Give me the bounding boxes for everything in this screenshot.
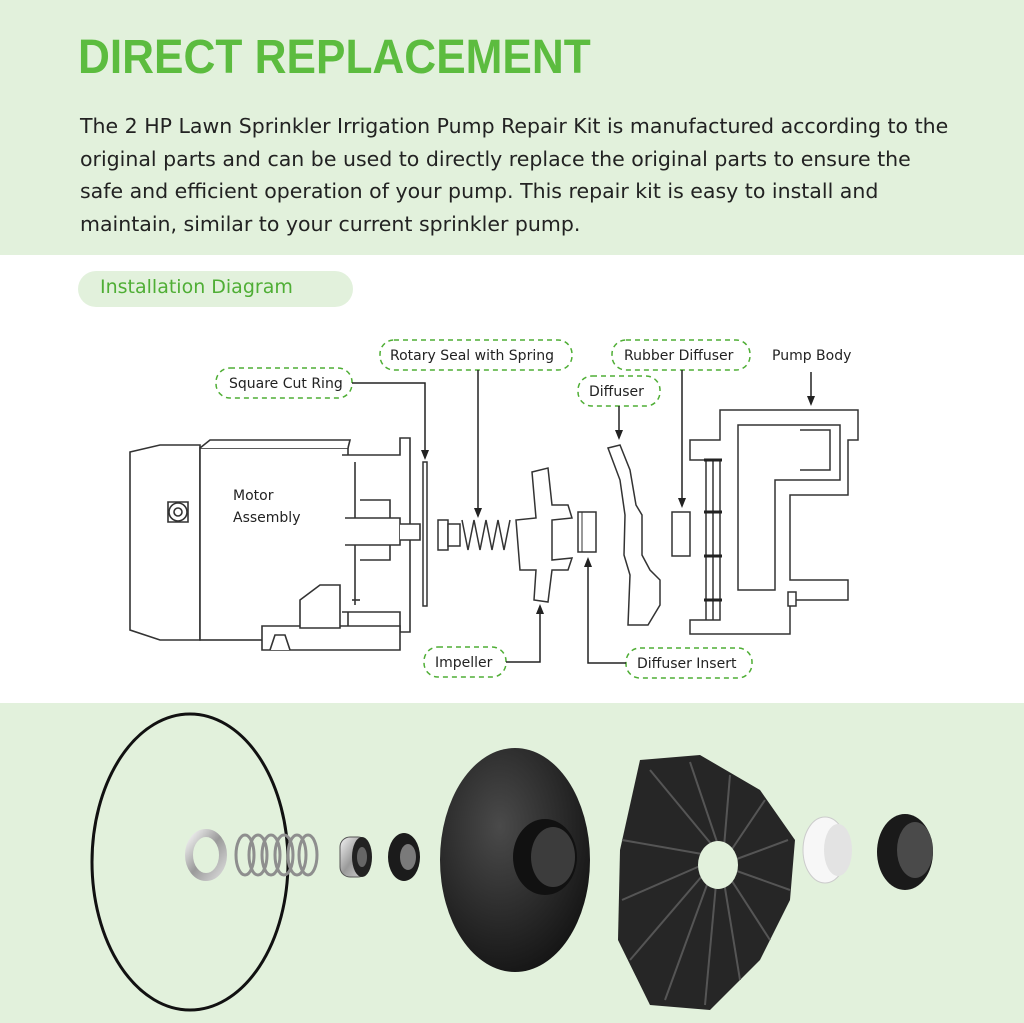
motor-label-2: Assembly xyxy=(233,510,300,526)
pump-body-part xyxy=(689,409,859,635)
white-insert xyxy=(802,816,852,884)
motor-assembly xyxy=(129,437,421,651)
metal-ring xyxy=(185,829,227,881)
diffuser-vanes xyxy=(618,755,795,1010)
label-rubber-diffuser: Rubber Diffuser xyxy=(624,348,734,364)
label-rotary-seal: Rotary Seal with Spring xyxy=(390,348,554,364)
section-label: Installation Diagram xyxy=(100,276,293,298)
diffuser-insert-part xyxy=(577,511,597,553)
label-square-cut-ring: Square Cut Ring xyxy=(229,376,343,392)
label-pump-body: Pump Body xyxy=(772,348,851,364)
impeller-part xyxy=(515,467,574,603)
page-title: DIRECT REPLACEMENT xyxy=(78,31,591,84)
label-box-rotary-seal xyxy=(379,339,573,371)
label-impeller: Impeller xyxy=(435,655,493,671)
motor-label-1: Motor xyxy=(233,488,274,504)
spring xyxy=(234,833,319,877)
description-text: The 2 HP Lawn Sprinkler Irrigation Pump … xyxy=(80,114,949,236)
section-pill xyxy=(78,271,353,307)
label-diffuser-insert: Diffuser Insert xyxy=(637,656,737,672)
label-diffuser: Diffuser xyxy=(589,384,644,400)
square-cut-ring-part xyxy=(422,461,428,607)
installation-diagram: Motor Assembly xyxy=(129,339,859,679)
seal-head xyxy=(339,836,372,878)
parts-illustration xyxy=(90,712,933,1012)
leader-arrows xyxy=(352,370,812,664)
label-box-rubber-diffuser xyxy=(611,339,751,371)
rotary-seal-part xyxy=(437,519,511,551)
black-ring xyxy=(877,814,933,890)
diffuser-part xyxy=(607,444,661,626)
impeller-disk xyxy=(440,748,590,972)
ceramic-seat xyxy=(388,833,420,881)
header-band xyxy=(0,0,1024,255)
rubber-diffuser-part xyxy=(671,511,691,557)
